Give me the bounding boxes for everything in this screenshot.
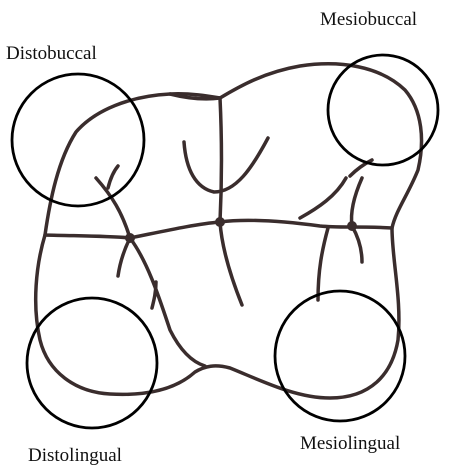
distal-pit — [125, 233, 135, 243]
distolingual-label: Distolingual — [28, 446, 122, 465]
distolingual-circle — [27, 298, 157, 428]
mesiolingual-circle — [275, 291, 405, 421]
central-pit — [215, 217, 225, 227]
buccal-fossa-groove — [184, 138, 268, 192]
distobuccal-label: Distobuccal — [6, 44, 97, 63]
mesiobuccal-circle — [328, 55, 438, 165]
mesiolingual-label: Mesiolingual — [300, 434, 400, 453]
mesial-pit-groove — [351, 178, 362, 226]
tooth-outline — [36, 64, 422, 398]
mesial-pit — [347, 221, 357, 231]
distobuccal-circle — [12, 74, 144, 206]
mesiobuccal-label: Mesiobuccal — [320, 10, 417, 29]
central-groove — [220, 98, 242, 305]
